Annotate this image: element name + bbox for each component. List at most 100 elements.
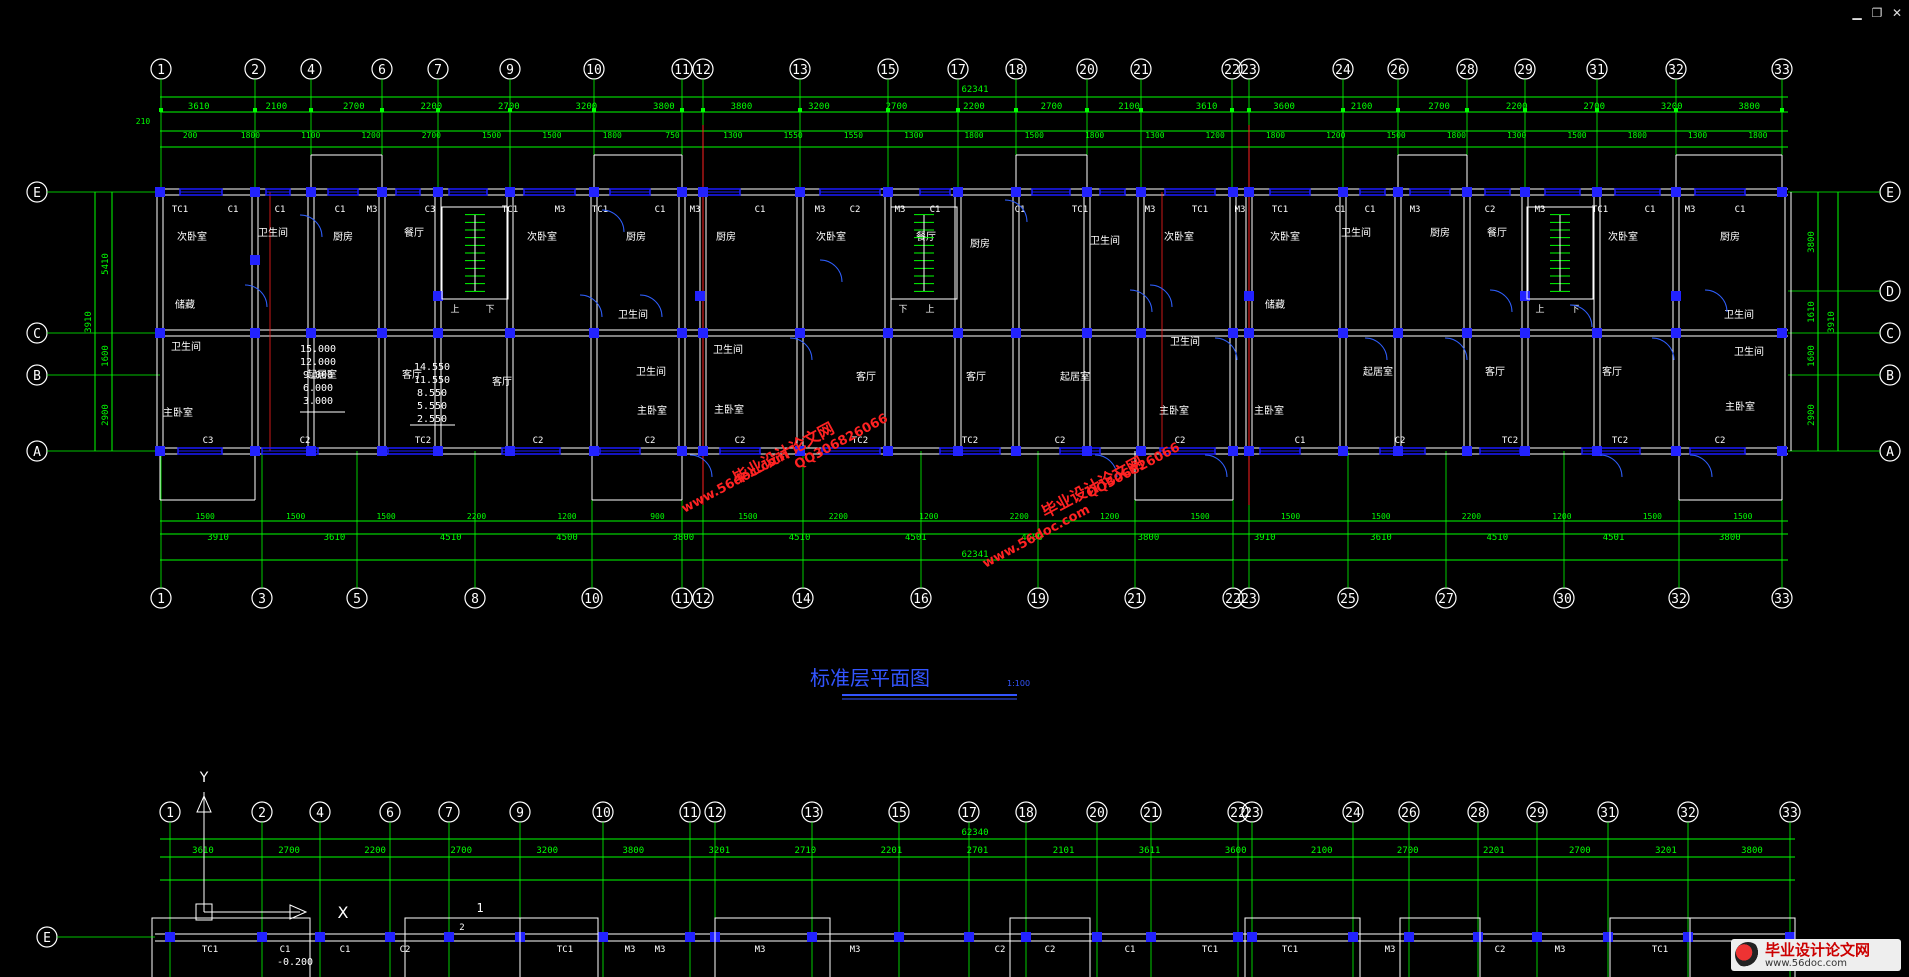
stair-1-up: 上: [450, 304, 459, 315]
room-study-35: 起居室: [1060, 370, 1090, 383]
bot-dim-r1-4: 3800: [672, 533, 694, 543]
stair-2-down: 下: [898, 305, 907, 315]
tag-A-9: C2: [1175, 436, 1186, 446]
p2-column-9: [807, 932, 817, 942]
tag-E-30: C1: [1735, 205, 1746, 215]
bot-dim-r1-0: 3910: [207, 533, 229, 543]
p2-tag-14-w: M3: [1385, 945, 1396, 955]
p2-level: -0.200: [277, 957, 313, 968]
room-dining-15: 餐厅: [1487, 226, 1507, 239]
column-2-13: [1082, 446, 1092, 456]
column-0-17: [1338, 187, 1348, 197]
stair-1-box: [441, 206, 509, 300]
column-0-8: [698, 187, 708, 197]
p2-total-dim: 62340: [961, 828, 988, 838]
column-2-1: [250, 446, 260, 456]
site-logo: 毕业设计论文网 www.56doc.com: [1731, 939, 1901, 971]
tag-A-12: TC2: [1502, 436, 1518, 446]
room-master_bedroom-31: 主卧室: [163, 406, 193, 419]
top-dim-r2-10: 1550: [783, 131, 802, 140]
room-kitchen-17: 厨房: [1720, 230, 1740, 243]
level-left-3: 6.000: [303, 383, 333, 394]
tag-E-11: C1: [755, 205, 766, 215]
top-dim-r1-9: 2700: [886, 102, 908, 112]
bot-dim-r2-14: 2200: [1462, 512, 1481, 521]
tag-E-16: C1: [1015, 205, 1026, 215]
tag-A-7: TC2: [962, 436, 978, 446]
room-toilet-29: 卫生间: [636, 365, 666, 378]
bot-axis-16-label: 16: [913, 592, 929, 607]
tag-E-7: M3: [555, 205, 566, 215]
ucs-x-arrow-icon: [289, 904, 308, 920]
top-dim-r2-17: 1200: [1206, 131, 1225, 140]
window-restore-button[interactable]: ❐: [1871, 6, 1883, 20]
p2-tag-16-w: M3: [1555, 945, 1566, 955]
p2-dim-2: 2200: [364, 846, 386, 856]
top-dim-r1-20: 3800: [1738, 102, 1760, 112]
p2-column-21: [1603, 932, 1613, 942]
p2-column-22: [1683, 932, 1693, 942]
p2-axis-11-label: 11: [682, 806, 698, 821]
p2-column-17: [1348, 932, 1358, 942]
level-left-4: 3.000: [303, 396, 333, 407]
p2-dim-12: 3600: [1225, 846, 1247, 856]
bot-dim-r2-12: 1500: [1281, 512, 1300, 521]
bot-dim-r2-13: 1500: [1371, 512, 1390, 521]
room-storage-18: 储藏: [175, 298, 195, 311]
bot-axis-21-label: 21: [1127, 592, 1143, 607]
right-dim-1: 1610: [1807, 301, 1817, 323]
top-axis-17-label: 17: [950, 63, 966, 78]
door-arc-5: [1569, 304, 1593, 328]
bot-dim-r2-11: 1500: [1190, 512, 1209, 521]
room-living-39: 客厅: [1485, 365, 1505, 378]
column-2-3: [377, 446, 387, 456]
top-dim-r2-6: 1500: [542, 131, 561, 140]
column-1-17: [1338, 328, 1348, 338]
column-0-3: [377, 187, 387, 197]
p2-dim-17: 3201: [1655, 846, 1677, 856]
bot-dim-r1-8: 3800: [1138, 533, 1160, 543]
p2-bay-5: [1244, 917, 1361, 977]
top-dim-r2-9: 1300: [723, 131, 742, 140]
p2-axis-32-label: 32: [1680, 806, 1696, 821]
top-dim-r2-11: 1550: [844, 131, 863, 140]
p2-column-4: [444, 932, 454, 942]
window-close-button[interactable]: ✕: [1891, 6, 1903, 20]
dim-tick-21: [1595, 108, 1599, 112]
tag-E-8: TC1: [592, 205, 608, 215]
top-dim-r1-15: 2100: [1351, 102, 1373, 112]
p2-dim-15: 2201: [1483, 846, 1505, 856]
room-living-34: 客厅: [966, 370, 986, 383]
column-1-23: [1777, 328, 1787, 338]
door-arc-17: [1489, 289, 1513, 313]
room-storage-22: 储藏: [1265, 298, 1285, 311]
column-2-17: [1338, 446, 1348, 456]
room-living-33: 客厅: [856, 370, 876, 383]
column-0-6: [589, 187, 599, 197]
left-dim-1: 1600: [101, 345, 111, 367]
p2-axis-2-label: 2: [258, 806, 266, 821]
top-dim-r1-10: 2200: [963, 102, 985, 112]
bot-axis-25-label: 25: [1340, 592, 1356, 607]
window-minimize-button[interactable]: ▁: [1852, 6, 1862, 20]
stair-3-down: 下: [1570, 305, 1579, 315]
stair-3-up: 上: [1535, 304, 1544, 315]
top-dim-r1-5: 3200: [576, 102, 598, 112]
top-dim-r1-11: 2700: [1041, 102, 1063, 112]
tag-E-29: M3: [1685, 205, 1696, 215]
top-dim-r1-7: 3800: [731, 102, 753, 112]
p2-tag-10-w: C2: [1045, 945, 1056, 955]
top-dim-r1-3: 2200: [420, 102, 442, 112]
bot-dim-r2-6: 1500: [738, 512, 757, 521]
room-dining-3: 餐厅: [404, 226, 424, 239]
p2-dim-9: 2701: [967, 846, 989, 856]
right-dim-4: 3910: [1827, 311, 1837, 333]
room-toilet-1: 卫生间: [258, 226, 288, 239]
dim-tick-20: [1523, 108, 1527, 112]
p2-column-13: [1092, 932, 1102, 942]
left-axis-C-label: C: [33, 327, 41, 342]
p2-tag-9-w: C2: [995, 945, 1006, 955]
